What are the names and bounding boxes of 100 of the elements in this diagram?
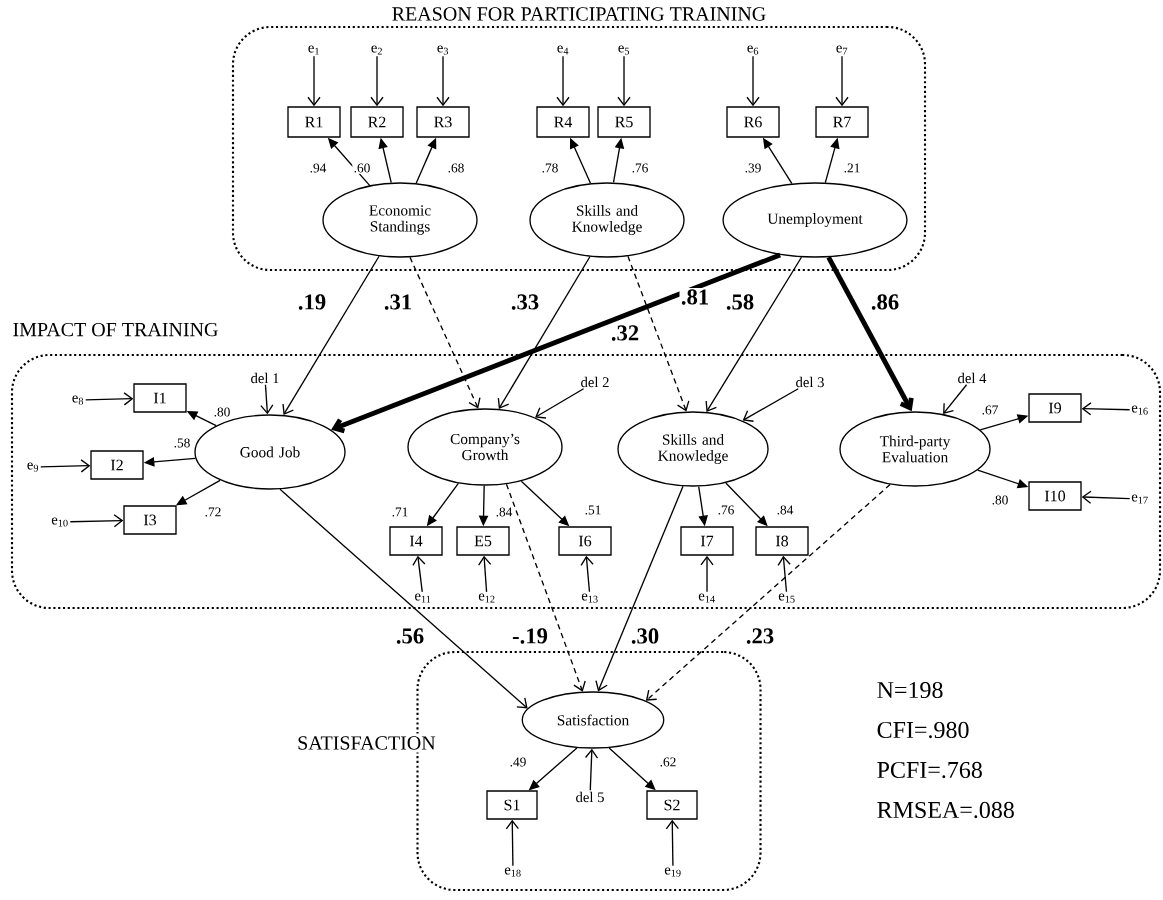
indicator-box: I2 <box>90 450 144 480</box>
indicator-box: S1 <box>486 790 538 820</box>
indicator-box: I9 <box>1028 393 1082 423</box>
arrow <box>436 55 450 107</box>
edge-label: .32 <box>609 324 641 342</box>
indicator-box: I4 <box>389 526 443 556</box>
arrow <box>627 255 690 412</box>
indicator-box: S2 <box>646 790 698 820</box>
arrow <box>260 384 274 415</box>
error-term: e$_{18}$ <box>504 867 521 877</box>
fit-statistic: CFI=.980 <box>877 721 969 739</box>
error-term: e$_{3}$ <box>437 45 449 55</box>
indicator-box: I8 <box>755 526 809 556</box>
edge-label: .80 <box>990 494 1010 506</box>
edge-label: .84 <box>775 504 795 516</box>
arrow <box>580 555 594 593</box>
node-label: SATISFACTION <box>298 736 436 750</box>
error-term: del 2 <box>581 376 609 388</box>
arrow <box>282 255 380 415</box>
arrow <box>409 256 481 409</box>
arrow <box>835 55 849 107</box>
edge-label: .81 <box>679 288 711 307</box>
fit-statistic: N=198 <box>877 681 943 699</box>
indicator-box: R5 <box>597 106 651 138</box>
arrow <box>370 55 384 107</box>
arrow <box>40 459 91 473</box>
error-term: e$_{6}$ <box>747 45 759 55</box>
edge-label: .58 <box>724 292 756 312</box>
indicator-box: R1 <box>287 106 341 138</box>
arrow <box>595 485 684 692</box>
arrow <box>69 514 124 528</box>
edge-label: .94 <box>308 162 328 174</box>
indicator-box: R2 <box>350 106 404 138</box>
edge-label: -.19 <box>510 627 550 645</box>
indicator-box: I3 <box>123 505 177 535</box>
indicator-box: I10 <box>1028 481 1082 511</box>
edge-label: .19 <box>296 293 328 311</box>
edge-label: .86 <box>869 292 901 312</box>
arrow <box>777 555 791 593</box>
arrow <box>505 483 586 692</box>
error-term: e$_{5}$ <box>618 45 630 55</box>
arrow <box>826 256 914 412</box>
edge-label: .21 <box>842 162 862 174</box>
error-term: del 1 <box>251 372 279 384</box>
edge-label: .76 <box>630 162 650 174</box>
arrow <box>478 555 492 593</box>
edge-label: .62 <box>658 756 678 768</box>
indicator-box: R7 <box>815 106 869 138</box>
edge-label: .72 <box>203 506 223 518</box>
node-label: IMPACT OF TRAINING <box>13 322 218 337</box>
arrow <box>746 55 760 107</box>
indicator-box: I7 <box>680 526 734 556</box>
error-term: del 3 <box>796 376 824 388</box>
error-term: e$_{9}$ <box>27 462 39 472</box>
error-term: del 5 <box>576 791 604 803</box>
arrow <box>700 555 714 593</box>
arrow <box>584 748 599 791</box>
edge-label: .68 <box>446 162 466 174</box>
edge-label: .49 <box>508 756 528 768</box>
arrow <box>742 388 799 422</box>
edge-label: .84 <box>494 506 514 518</box>
arrow <box>505 819 520 867</box>
fit-statistic: PCFI=.768 <box>877 761 982 779</box>
edge-label: .51 <box>583 504 603 516</box>
indicator-box: I1 <box>133 383 187 413</box>
arrow <box>279 488 528 709</box>
edge-label: .78 <box>540 162 560 174</box>
edge-label: .56 <box>394 627 426 645</box>
arrow <box>665 819 680 867</box>
arrow <box>307 55 321 107</box>
indicator-box: E5 <box>456 526 510 556</box>
error-term: e$_{14}$ <box>698 593 715 603</box>
error-term: e$_{13}$ <box>581 593 598 603</box>
error-term: e$_{15}$ <box>778 593 795 603</box>
edge-label: .58 <box>172 437 192 449</box>
indicator-box: R3 <box>416 106 470 138</box>
error-term: e$_{1}$ <box>308 45 319 55</box>
arrow <box>535 388 585 419</box>
arrow <box>705 256 803 412</box>
error-term: e$_{12}$ <box>478 593 495 603</box>
error-term: e$_{2}$ <box>371 45 382 55</box>
edge-label: .39 <box>743 162 763 174</box>
error-term: e$_{19}$ <box>664 867 681 877</box>
error-term: e$_{16}$ <box>1131 405 1148 415</box>
error-term: e$_{8}$ <box>72 395 84 405</box>
arrow <box>85 392 134 406</box>
edge-label: .30 <box>629 627 661 646</box>
arrow <box>1081 490 1131 504</box>
error-term: e$_{4}$ <box>557 45 569 55</box>
arrow <box>556 55 570 107</box>
error-term: e$_{10}$ <box>51 517 68 527</box>
arrow <box>1081 402 1131 416</box>
node-label: REASON FOR PARTICIPATING TRAINING <box>392 7 766 21</box>
error-term: del 4 <box>958 372 987 384</box>
arrow <box>412 555 426 593</box>
arrow <box>497 256 591 409</box>
edge-label: .71 <box>390 506 410 518</box>
indicator-box: R4 <box>536 106 590 138</box>
indicator-box: I6 <box>558 526 612 556</box>
error-term: e$_{17}$ <box>1131 494 1148 504</box>
